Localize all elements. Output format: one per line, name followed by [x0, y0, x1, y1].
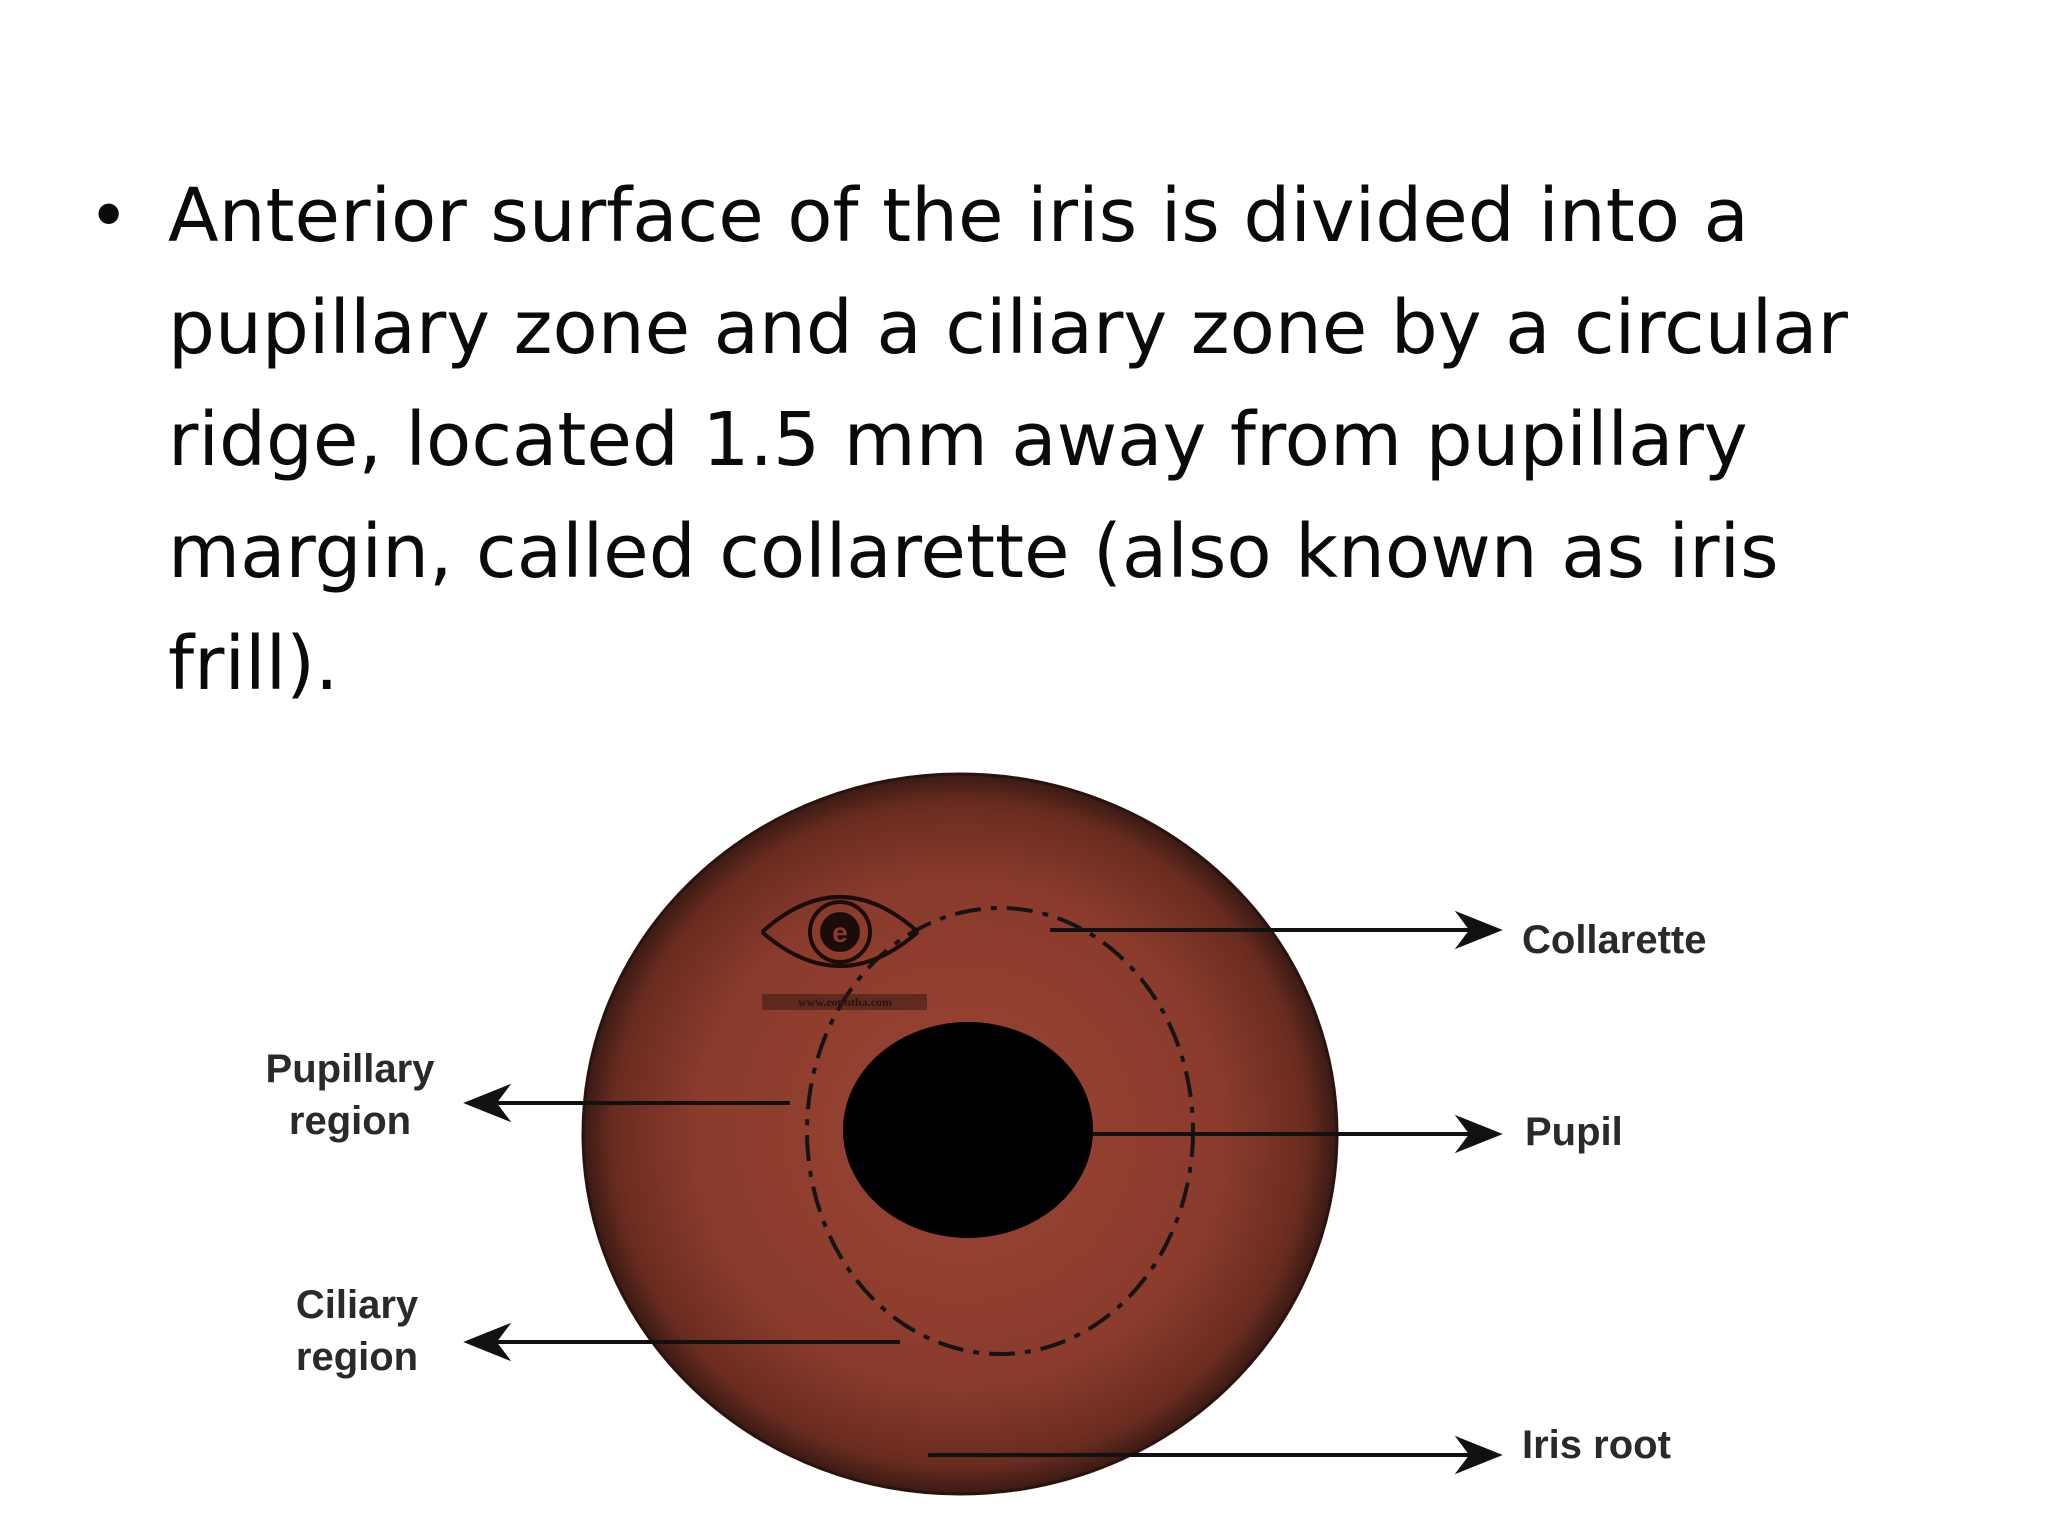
pupil-disc	[843, 1022, 1093, 1238]
collarette-label: Collarette	[1522, 918, 1707, 962]
svg-text:e: e	[832, 917, 848, 948]
collarette-ring	[805, 906, 1195, 1356]
bullet-text: Anterior surface of the iris is divided …	[168, 173, 1848, 707]
bullet-dot-icon: •	[88, 175, 130, 257]
bullet-point: • Anterior surface of the iris is divide…	[88, 160, 1908, 720]
ciliary-region-label-line2: region	[296, 1335, 418, 1379]
pupil-label: Pupil	[1525, 1110, 1623, 1154]
iris-root-label: Iris root	[1522, 1423, 1671, 1467]
ciliary-region-label-line1: Ciliary	[296, 1283, 419, 1327]
pupillary-region-label-line1: Pupillary	[266, 1047, 436, 1091]
eye-logo-icon: e	[760, 895, 927, 1010]
watermark-text: www.eophtha.com	[798, 995, 892, 1009]
pupillary-region-label-line2: region	[289, 1099, 411, 1143]
